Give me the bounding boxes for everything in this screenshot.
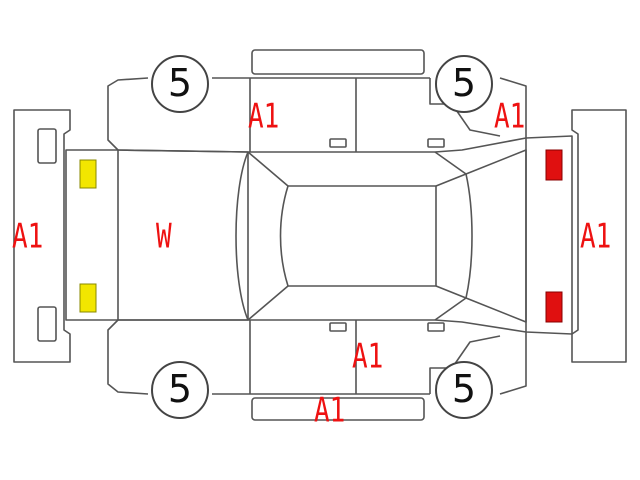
lower-sill <box>251 397 425 421</box>
tire-rear-bottom-label: 5 <box>167 367 193 411</box>
lower-door-handle-rear <box>329 322 347 332</box>
upper-door-handle-front <box>427 138 445 148</box>
lower-door-handle-front <box>427 322 445 332</box>
upper-door-damage-label: A1 <box>248 97 280 137</box>
trunk-lid <box>117 149 249 321</box>
hood <box>465 149 527 323</box>
rear-lamp-top <box>79 159 97 189</box>
tire-front-top-label: 5 <box>451 61 477 105</box>
rear-bumper-slot-top <box>37 128 57 164</box>
lower-door-damage-label: A1 <box>352 337 384 377</box>
upper-side-outline <box>107 77 527 153</box>
lower-sill-damage-label: A1 <box>314 391 346 431</box>
tire-rear-top-label: 5 <box>167 61 193 105</box>
front-bumper-damage-label: A1 <box>580 217 612 257</box>
front-lamp-bottom <box>545 291 563 323</box>
front-lamp-top <box>545 149 563 181</box>
rear-bumper-outline <box>13 109 71 363</box>
tire-front-bottom <box>435 361 493 419</box>
upper-door-handle-rear <box>329 138 347 148</box>
tire-front-top <box>435 55 493 113</box>
rear-lamp-bottom <box>79 283 97 313</box>
upper-fender-damage-label: A1 <box>494 97 526 137</box>
tire-rear-bottom <box>151 361 209 419</box>
roof <box>279 185 437 287</box>
rear-window <box>235 151 289 321</box>
upper-sill <box>251 49 425 75</box>
lower-side-outline <box>107 319 527 395</box>
rear-bumper-damage-label: A1 <box>12 217 44 257</box>
windshield <box>434 151 473 321</box>
tire-rear-top <box>151 55 209 113</box>
rear-body-damage-label: W <box>156 217 172 257</box>
rear-bumper-slot-bottom <box>37 306 57 342</box>
tire-front-bottom-label: 5 <box>451 367 477 411</box>
